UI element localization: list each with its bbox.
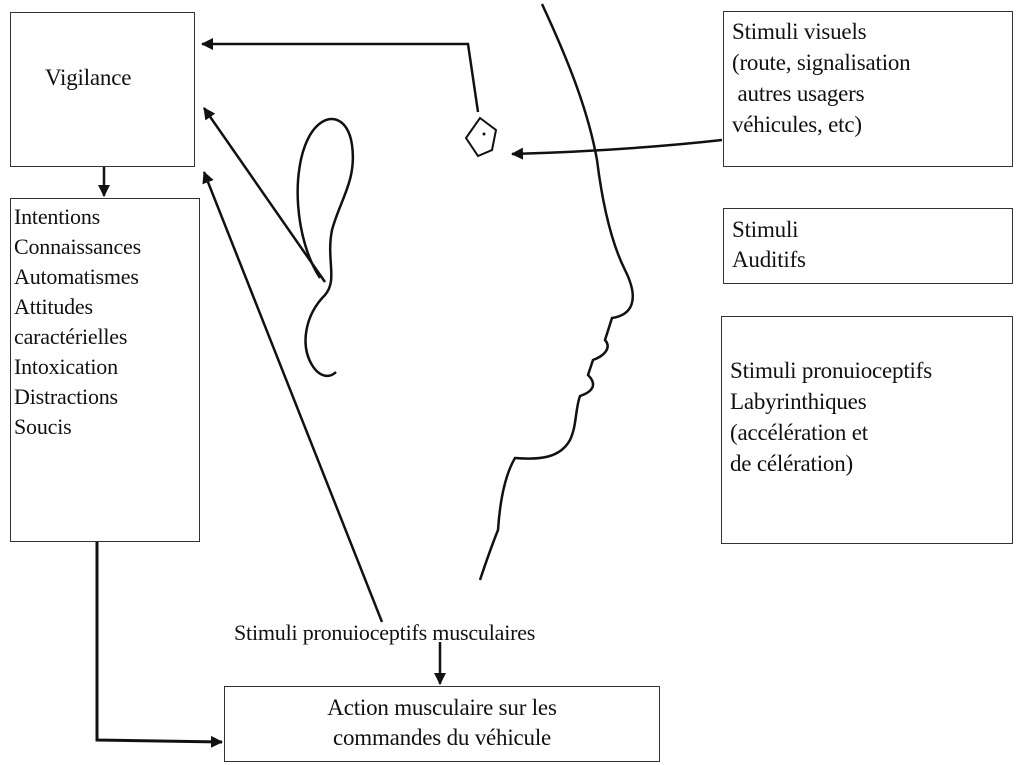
eye-pupil [483,133,486,136]
factor-item: caractérielles [14,322,141,352]
factor-item: Distractions [14,382,141,412]
action-box: Action musculaire sur les commandes du v… [224,686,660,762]
labyrinth-stimuli-line: Stimuli pronuioceptifs [730,355,932,386]
eye-shape [466,118,496,156]
ear-outline [298,119,353,376]
arrow-visual-to-eye [512,140,722,154]
factor-item: Soucis [14,412,141,442]
factor-item: Automatismes [14,262,141,292]
factor-item: Intentions [14,202,141,232]
muscle-stimuli-label: Stimuli pronuioceptifs musculaires [234,618,535,647]
auditory-stimuli-line: Stimuli [732,215,806,245]
auditory-stimuli-box: Stimuli Auditifs [723,208,1013,284]
arrow-muscle-to-vigilance [204,172,382,622]
visual-stimuli-line: (route, signalisation [732,47,911,78]
arrow-ear-to-vigilance [204,108,325,282]
head-profile-outline [480,4,633,580]
factors-list: Intentions Connaissances Automatismes At… [14,202,141,442]
visual-stimuli-line: Stimuli visuels [732,16,911,47]
action-line: commandes du véhicule [225,723,659,753]
labyrinth-stimuli-line: (accélération et [730,417,932,448]
labyrinth-stimuli-line: Labyrinthiques [730,386,932,417]
arrow-eye-to-vigilance [202,44,478,112]
vigilance-box: Vigilance [10,12,195,167]
action-line: Action musculaire sur les [225,693,659,723]
arrow-factors-to-action [97,542,222,742]
factor-item: Attitudes [14,292,141,322]
auditory-stimuli-line: Auditifs [732,245,806,275]
factors-box: Intentions Connaissances Automatismes At… [10,198,200,542]
factor-item: Connaissances [14,232,141,262]
labyrinth-stimuli-box: Stimuli pronuioceptifs Labyrinthiques (a… [721,316,1013,544]
vigilance-label: Vigilance [45,63,131,92]
visual-stimuli-line: véhicules, etc) [732,109,911,140]
factor-item: Intoxication [14,352,141,382]
labyrinth-stimuli-line: de célération) [730,448,932,479]
visual-stimuli-box: Stimuli visuels (route, signalisation au… [723,11,1013,167]
visual-stimuli-line: autres usagers [732,78,911,109]
